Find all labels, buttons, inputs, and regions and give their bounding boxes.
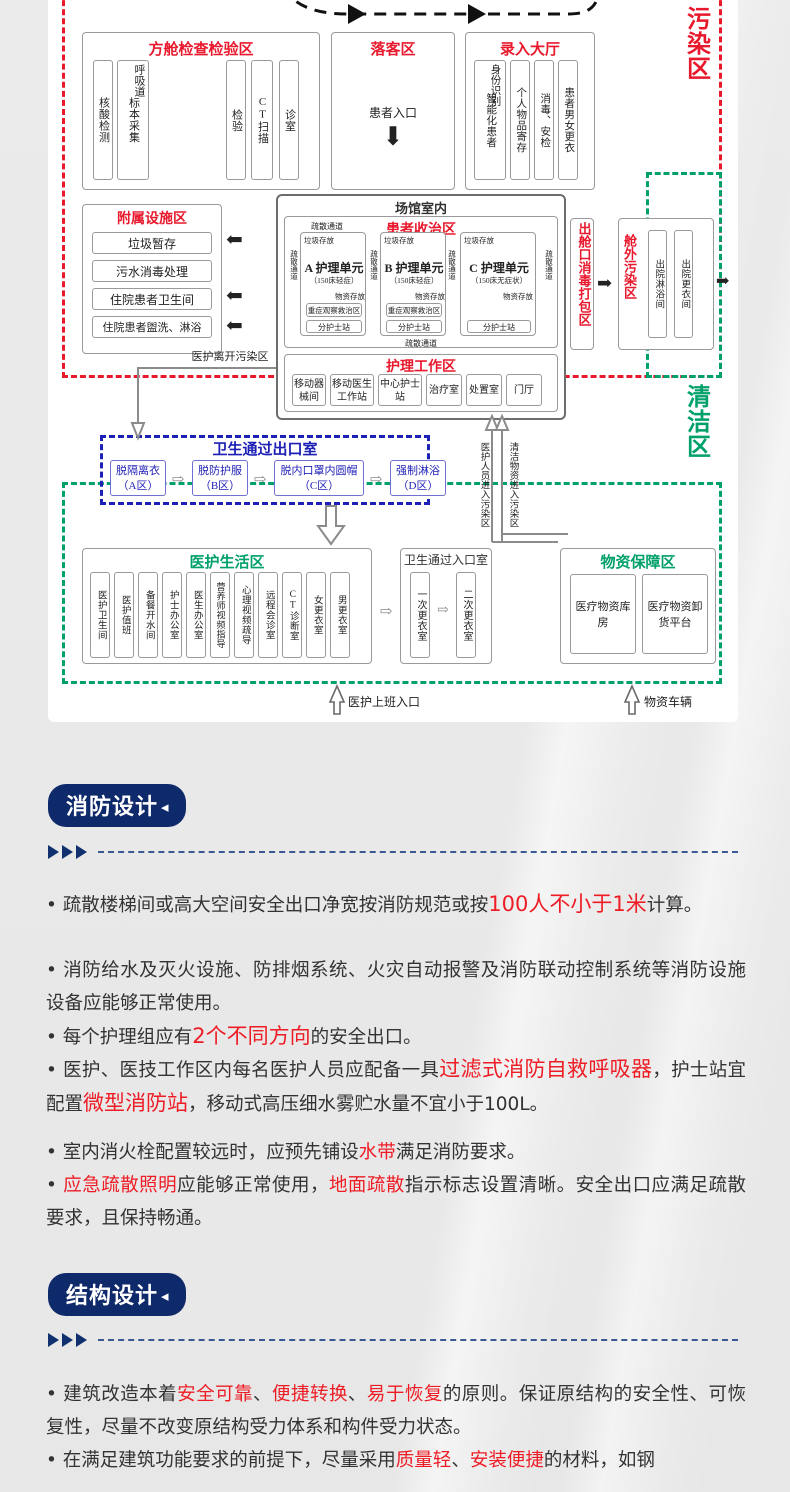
fire-p3-t3: 微型消防站 <box>83 1091 189 1115</box>
triangle-icon-6 <box>76 1333 87 1347</box>
st-p1-t1: 质量轻 <box>395 1450 452 1471</box>
section-structure-design-rule <box>48 1333 738 1347</box>
fire-p0-t0: • 疏散楼梯间或高大空间安全出口净宽按消防规范或按 <box>46 895 489 916</box>
fire-paragraph-4: • 室内消火栓配置较远时，应预先铺设水带满足消防要求。 <box>46 1136 746 1169</box>
triangle-icon-3 <box>76 845 87 859</box>
dashed-rule-line-fire <box>98 851 738 853</box>
st-p1-t2: 、 <box>451 1450 470 1471</box>
label-supply-vehicle: 物资车辆 <box>644 695 693 709</box>
fire-p2-t0: • 每个护理组应有 <box>46 1027 193 1048</box>
st-p0-t1: 安全可靠 <box>177 1384 254 1405</box>
section-fire-design-badge-label: 消防设计 <box>66 795 159 820</box>
fire-p5-t0: • <box>46 1175 64 1196</box>
fire-p0-t1: 100人不小于1米 <box>488 892 647 916</box>
caret-left-icon-fire: ◂ <box>161 798 170 816</box>
fire-paragraph-5: • 应急疏散照明应能够正常使用，地面疏散指示标志设置清晰。安全出口应满足疏散要求… <box>46 1169 746 1235</box>
section-structure-design-header: 结构设计◂ <box>48 1273 186 1316</box>
fire-paragraph-3: • 医护、医技工作区内每名医护人员应配备一具过滤式消防自救呼吸器，护士站宜配置微… <box>46 1053 746 1121</box>
fire-p3-t4: ，移动式高压细水雾贮水量不宜小于100L。 <box>188 1094 549 1115</box>
section-fire-design-header: 消防设计◂ <box>48 784 186 827</box>
fire-p2-t1: 2个不同方向 <box>192 1024 311 1048</box>
structure-paragraph-0: • 建筑改造本着安全可靠、便捷转换、易于恢复的原则。保证原结构的安全性、可恢复性… <box>46 1378 746 1444</box>
triangle-icon-2 <box>62 845 73 859</box>
dashed-rule-line-structure <box>98 1339 738 1341</box>
st-p1-t4: 的材料，如钢 <box>543 1450 655 1471</box>
section-structure-design-badge-label: 结构设计 <box>66 1284 159 1309</box>
fire-p4-t2: 满足消防要求。 <box>395 1142 526 1163</box>
st-p0-t3: 便捷转换 <box>272 1384 348 1405</box>
triangle-icon-5 <box>62 1333 73 1347</box>
st-p0-t5: 易于恢复 <box>366 1384 443 1405</box>
fire-p0-t2: 计算。 <box>646 895 703 916</box>
st-p0-t4: 、 <box>347 1384 367 1405</box>
triangle-icon-4 <box>48 1333 59 1347</box>
section-fire-design-rule <box>48 845 738 859</box>
section-fire-design-badge[interactable]: 消防设计◂ <box>48 784 186 827</box>
fire-paragraph-1: • 消防给水及灭火设施、防排烟系统、火灾自动报警及消防联动控制系统等消防设施设备… <box>46 954 746 1020</box>
st-p0-t2: 、 <box>253 1384 273 1405</box>
section-structure-design-badge[interactable]: 结构设计◂ <box>48 1273 186 1316</box>
triangle-icon-1 <box>48 845 59 859</box>
st-p1-t0: • 在满足建筑功能要求的前提下，尽量采用 <box>46 1450 396 1471</box>
st-p1-t3: 安装便捷 <box>469 1450 544 1471</box>
caret-left-icon-structure: ◂ <box>161 1287 170 1305</box>
st-p0-t0: • 建筑改造本着 <box>46 1384 178 1405</box>
fire-paragraph-2: • 每个护理组应有2个不同方向的安全出口。 <box>46 1020 746 1054</box>
structure-paragraph-1: • 在满足建筑功能要求的前提下，尽量采用质量轻、安装便捷的材料，如钢 <box>46 1444 746 1477</box>
fire-p3-t0: • 医护、医技工作区内每名医护人员应配备一具 <box>46 1060 440 1081</box>
fire-p1-t0: • 消防给水及灭火设施、防排烟系统、火灾自动报警及消防联动控制系统等消防设施设备… <box>46 960 746 1014</box>
bottom-entry-arrow-icons <box>328 684 641 715</box>
fire-p4-t0: • 室内消火栓配置较远时，应预先铺设 <box>46 1142 359 1163</box>
label-staff-work-entrance: 医护上班入口 <box>348 695 421 709</box>
fire-p3-t1: 过滤式消防自救呼吸器 <box>439 1057 653 1081</box>
fire-p5-t3: 地面疏散 <box>328 1175 405 1196</box>
fire-p2-t2: 的安全出口。 <box>310 1027 422 1048</box>
facility-layout-diagram: 污 染 区 清 洁 区 方舱检查检验区 核酸检测 标本采集 呼吸道 检验 CT扫… <box>48 0 738 722</box>
fire-p4-t1: 水带 <box>358 1142 396 1163</box>
fire-p5-t2: 应能够正常使用， <box>177 1175 329 1196</box>
fire-paragraph-0: • 疏散楼梯间或高大空间安全出口净宽按消防规范或按100人不小于1米计算。 <box>46 888 746 922</box>
fire-p5-t1: 应急疏散照明 <box>63 1175 178 1196</box>
